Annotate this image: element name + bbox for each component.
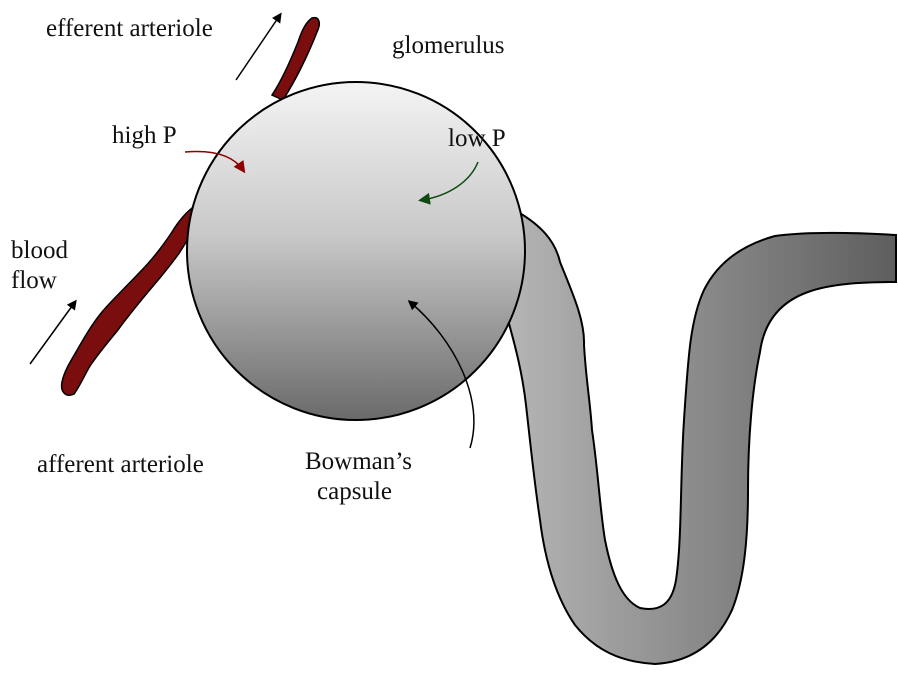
label-flow: flow [11, 267, 57, 294]
label-efferent-arteriole: efferent arteriole [46, 15, 213, 42]
label-bowman-line1: Bowman’s [305, 448, 412, 475]
efferent-flow-arrow [236, 15, 280, 80]
label-afferent-arteriole: afferent arteriole [37, 451, 204, 478]
afferent-arteriole [62, 205, 200, 395]
label-glomerulus: glomerulus [392, 32, 505, 59]
label-bowman-line2: capsule [317, 478, 392, 505]
tubule-shape [508, 212, 896, 664]
label-high-p: high P [112, 122, 177, 149]
renal-tubule [508, 212, 896, 664]
blood-flow-arrow [30, 302, 75, 364]
label-blood: blood [11, 237, 68, 264]
label-low-p: low P [448, 125, 506, 152]
